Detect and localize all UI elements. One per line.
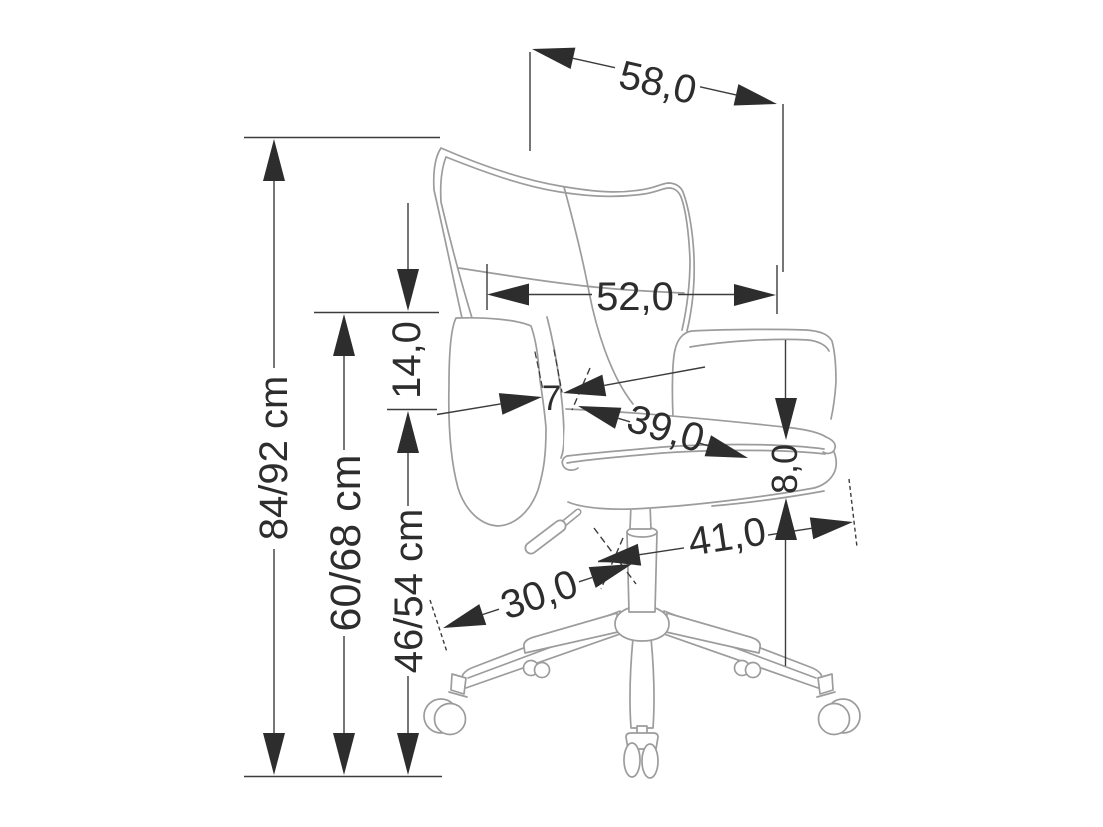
svg-text:7: 7 xyxy=(542,379,561,418)
svg-text:14,0: 14,0 xyxy=(385,321,429,399)
svg-text:52,0: 52,0 xyxy=(596,275,674,319)
svg-text:46/54 cm: 46/54 cm xyxy=(387,509,431,674)
svg-text:60/68 cm: 60/68 cm xyxy=(322,455,370,632)
svg-text:8,0: 8,0 xyxy=(764,444,805,494)
svg-text:84/92 cm: 84/92 cm xyxy=(252,376,296,541)
